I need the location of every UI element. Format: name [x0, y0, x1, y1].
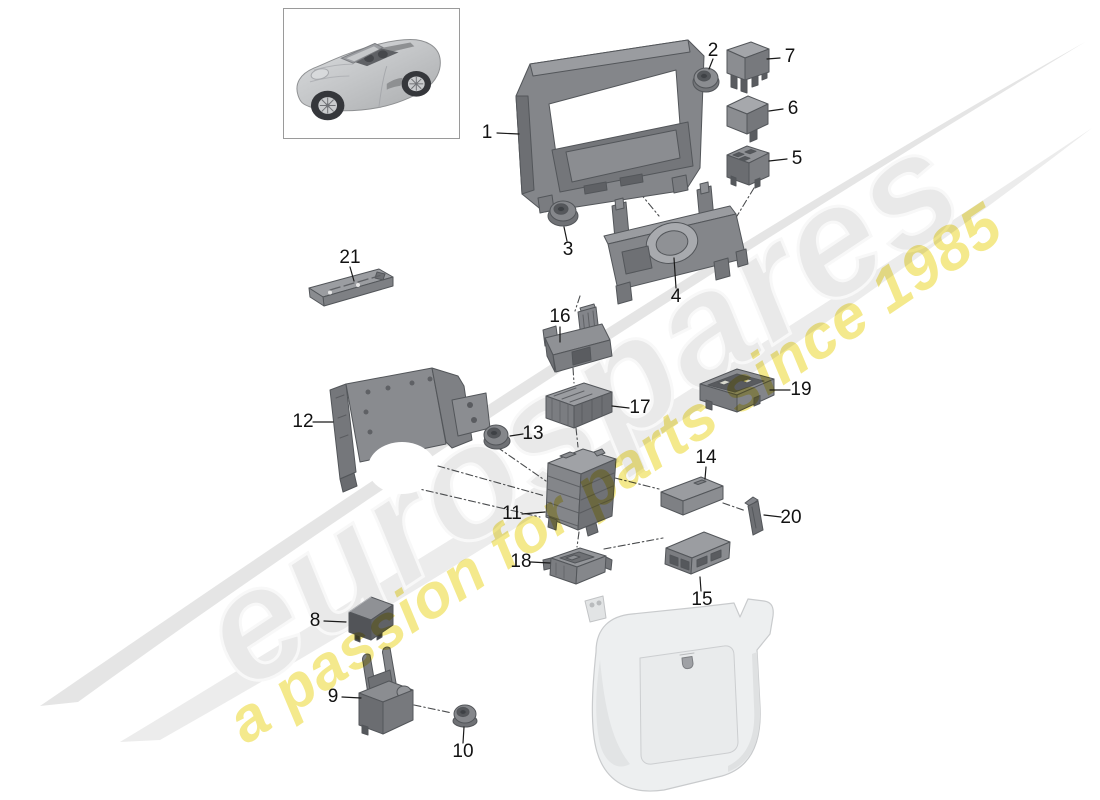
part-15-control-module — [664, 531, 731, 575]
callout-9: 9 — [327, 686, 339, 707]
part-20-clip — [744, 496, 764, 536]
callout-17: 17 — [629, 397, 651, 418]
part-3-grommet — [547, 200, 579, 227]
callout-11: 11 — [502, 503, 522, 524]
tagline-watermark: a passion for parts since 1985 — [215, 190, 1015, 757]
part-8-relay — [348, 596, 394, 643]
part-2-grommet — [692, 67, 720, 93]
part-19-relay-carrier — [699, 368, 775, 413]
callout-leader-lines — [312, 57, 791, 744]
part-21-strip — [308, 268, 394, 307]
callout-14: 14 — [695, 447, 717, 468]
trim-cover-panel — [584, 595, 774, 792]
brand-watermark: eurospares — [166, 93, 993, 724]
vehicle-thumbnail-box — [283, 8, 460, 139]
part-5-connector-block — [726, 145, 770, 189]
callout-1: 1 — [481, 122, 493, 143]
callout-8: 8 — [309, 610, 321, 631]
part-10-grommet — [452, 704, 478, 728]
callout-5: 5 — [791, 148, 803, 169]
callout-21: 21 — [339, 247, 361, 268]
callout-2: 2 — [707, 40, 719, 61]
assembly-lines — [397, 59, 755, 714]
callout-16: 16 — [549, 306, 571, 327]
callout-18: 18 — [510, 551, 532, 572]
callout-15: 15 — [691, 589, 713, 610]
callout-3: 3 — [562, 239, 574, 260]
callout-12: 12 — [292, 411, 314, 432]
part-13-grommet — [483, 424, 511, 450]
part-18-lower-tray — [542, 547, 613, 585]
part-7-relay — [726, 41, 770, 94]
porsche-convertible-car-icon — [296, 39, 441, 121]
callout-13: 13 — [522, 423, 544, 444]
callout-19: 19 — [790, 379, 812, 400]
part-17-fuse-holder — [545, 382, 613, 429]
part-9-relay-holder — [358, 646, 414, 736]
part-1-mounting-frame — [515, 39, 705, 214]
callout-10: 10 — [452, 741, 474, 762]
callout-7: 7 — [784, 46, 796, 67]
callout-4: 4 — [670, 286, 682, 307]
callout-20: 20 — [780, 507, 802, 528]
part-14-module — [660, 476, 724, 516]
callout-6: 6 — [787, 98, 799, 119]
part-6-relay — [726, 95, 769, 143]
part-12-support-bracket — [329, 367, 491, 494]
part-11-fuse-box — [545, 448, 617, 537]
